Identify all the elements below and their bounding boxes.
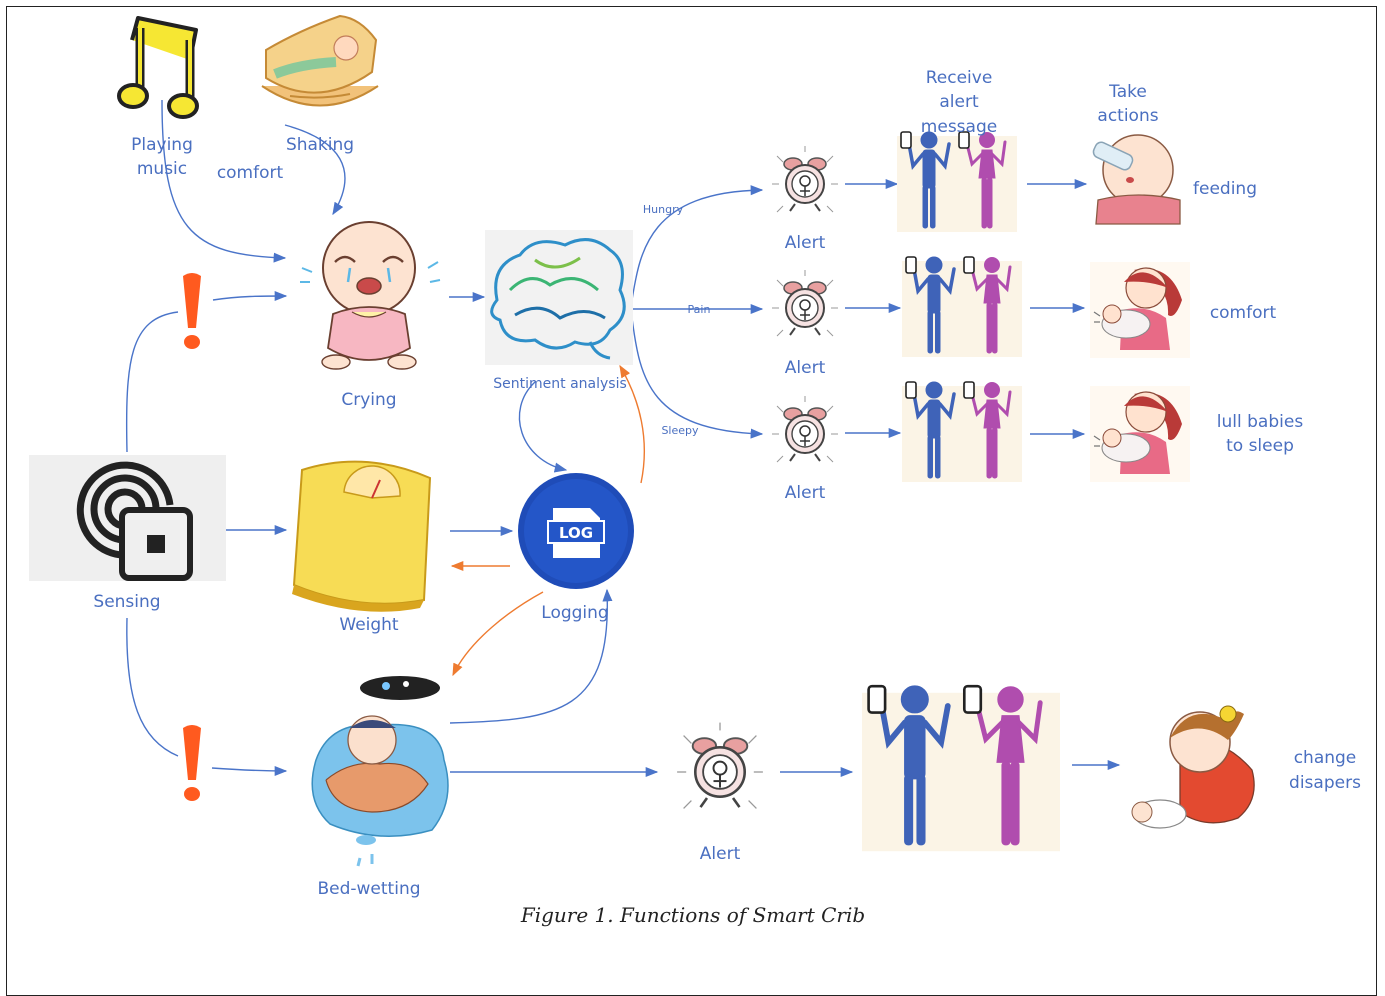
alarm-clock-icon (771, 269, 839, 337)
take-actions-label: Take (1108, 82, 1147, 102)
bed-wetting-label: Bed-wetting (317, 879, 420, 899)
alarm-clock-icon (771, 145, 839, 213)
sensing-label: Sensing (93, 592, 160, 612)
take-actions-label: actions (1097, 106, 1158, 126)
lull-babies-label: to sleep (1226, 436, 1294, 456)
alert-label: Alert (785, 358, 826, 378)
change-diapers-label: disapers (1289, 773, 1361, 793)
music-note-icon (117, 16, 199, 119)
parents-with-phones-icon (862, 686, 1060, 851)
lulling-mother-icon (1089, 385, 1191, 483)
sentiment-analysis-label: Sentiment analysis (493, 376, 627, 392)
sleepy-label: Sleepy (661, 424, 699, 437)
bed-wetting-baby-icon (311, 676, 449, 867)
parents-with-phones-icon (902, 257, 1022, 357)
sensor-icon (29, 455, 226, 581)
playing-music-label: music (137, 159, 187, 179)
comforting-mother-icon (1089, 261, 1191, 359)
feeding-baby-icon (1092, 134, 1181, 225)
receive-alert-label: alert (939, 92, 979, 112)
crying-label: Crying (341, 390, 396, 410)
playing-music-label: Playing (131, 135, 193, 155)
logging-label: Logging (541, 603, 608, 623)
lull-babies-label: lull babies (1217, 412, 1304, 432)
weighing-scale-icon (292, 460, 432, 612)
change-diapers-label: change (1294, 748, 1357, 768)
exclamation-icon (183, 725, 201, 801)
brain-icon (485, 230, 633, 365)
alarm-clock-icon (771, 395, 839, 463)
receive-alert-label: Receive (926, 68, 993, 88)
parents-with-phones-icon (897, 132, 1017, 232)
comfort-action-label: comfort (1210, 303, 1277, 323)
alarm-clock-icon (675, 721, 765, 810)
shaking-label: Shaking (286, 135, 354, 155)
exclamation-icon (183, 273, 201, 349)
figure-caption: Figure 1. Functions of Smart Crib (520, 903, 865, 927)
log-icon: LOG (518, 473, 634, 589)
cradle-icon (261, 14, 379, 107)
receive-alert-label: message (921, 117, 997, 137)
crying-baby-icon (300, 221, 441, 370)
alert-label: Alert (785, 233, 826, 253)
feeding-label: feeding (1193, 179, 1257, 199)
labels: Playing music Shaking comfort Crying Sen… (93, 68, 1361, 927)
connectors (125, 99, 1121, 778)
parents-with-phones-icon (902, 382, 1022, 482)
alert-label: Alert (785, 483, 826, 503)
log-icon-text: LOG (559, 524, 593, 542)
weight-label: Weight (339, 615, 399, 635)
diaper-change-icon (1131, 705, 1255, 829)
hungry-label: Hungry (643, 203, 684, 216)
pain-label: Pain (688, 303, 711, 316)
comfort-label: comfort (217, 163, 284, 183)
alert-label: Alert (700, 844, 741, 864)
